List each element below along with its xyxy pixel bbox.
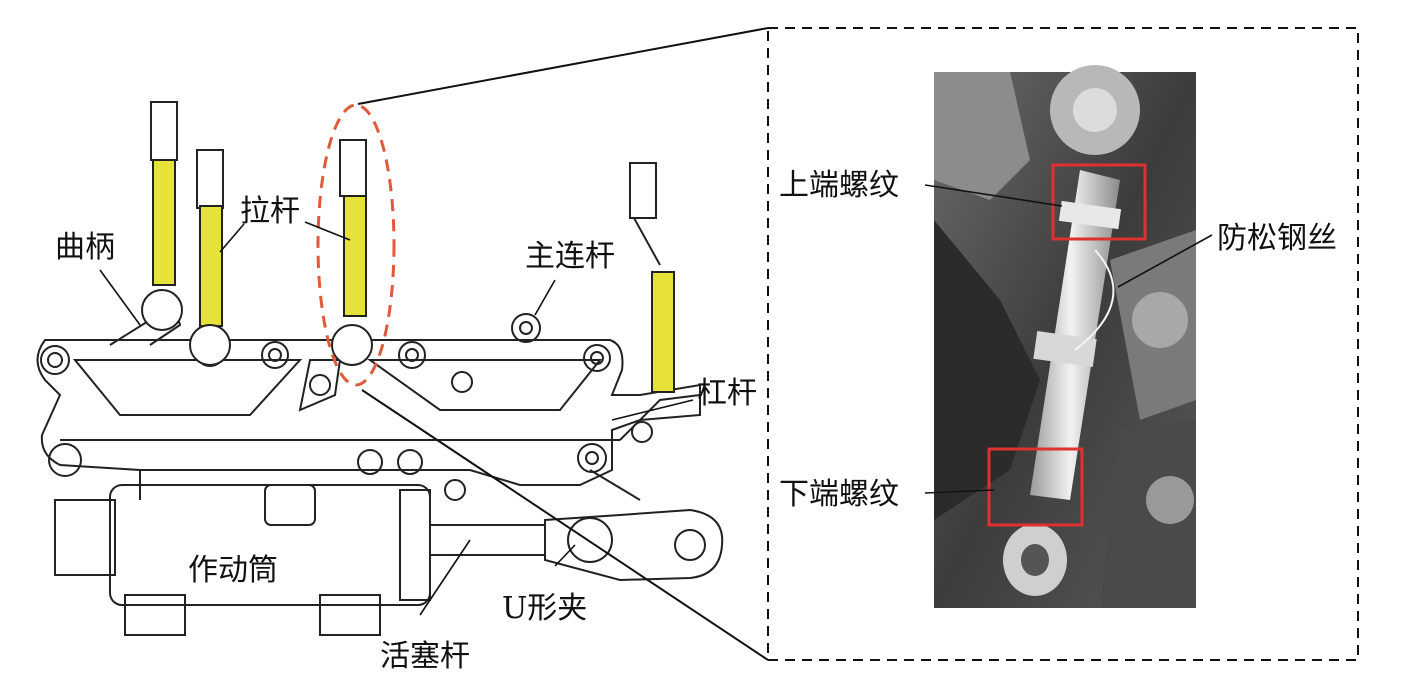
label-u-clevis: U形夹 (502, 591, 587, 626)
zoom-connector-top (357, 27, 769, 105)
label-piston-rod: 活塞杆 (380, 639, 470, 674)
frame-inner-truss (72, 359, 603, 416)
pull-rod-2 (189, 149, 231, 366)
pull-rod-1 (141, 101, 183, 331)
leader-lines-right (924, 184, 1213, 494)
label-main-link: 主连杆 (525, 239, 615, 274)
photo (934, 65, 1196, 608)
lower-thread-box (987, 447, 1084, 527)
upper-thread-box (1051, 163, 1147, 241)
piston-rod-shape (430, 524, 545, 556)
label-lever: 杠杆 (697, 376, 757, 411)
u-clevis-shape (544, 508, 724, 582)
zoom-connector-bottom (361, 389, 769, 661)
pull-rod-3 (331, 139, 373, 366)
leader-lines-left (99, 221, 694, 616)
actuator-cap-left (124, 594, 186, 636)
label-upper-thread: 上端螺纹 (779, 168, 899, 203)
u-clevis-hole (674, 529, 706, 561)
label-crank: 曲柄 (55, 230, 115, 265)
pull-rods (141, 101, 675, 393)
label-actuator: 作动筒 (188, 553, 278, 588)
actuator-flange (399, 489, 431, 601)
label-pull-rod: 拉杆 (240, 194, 300, 229)
label-lower-thread: 下端螺纹 (779, 477, 899, 512)
zoom-box (767, 27, 1359, 661)
u-clevis-pin (567, 517, 613, 563)
mechanism-drawing (36, 302, 724, 636)
actuator-cap-right (319, 594, 381, 636)
pull-rod-4 (629, 162, 675, 393)
actuator-side-block (54, 499, 116, 576)
frame-outline (36, 339, 701, 486)
actuator-top-block (264, 484, 316, 526)
callout-ellipse (316, 103, 396, 387)
label-lock-wire: 防松钢丝 (1217, 221, 1337, 256)
